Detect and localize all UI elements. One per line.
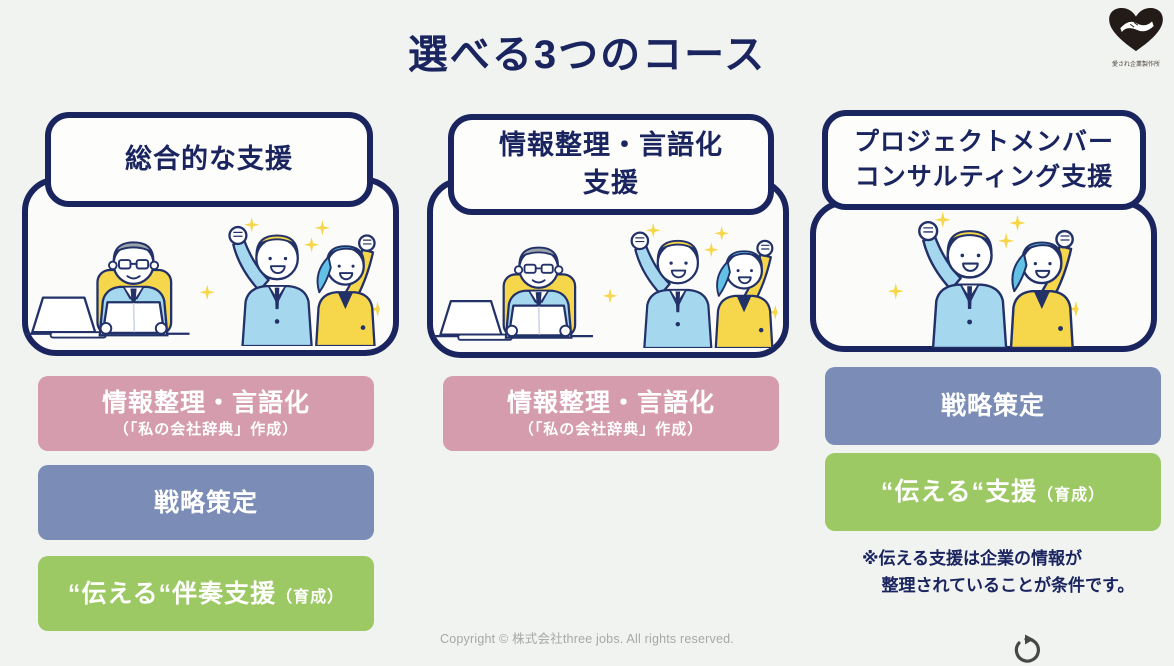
service-box-strategy-1: 戦略策定 — [38, 465, 374, 540]
service-box-training-3: “伝える“支援（育成） — [825, 453, 1161, 531]
copyright-text: Copyright © 株式会社three jobs. All rights r… — [440, 632, 734, 646]
course-3-header-line1: プロジェクトメンバー — [853, 128, 1114, 156]
course-2-header-line1: 情報整理・言語化 — [499, 129, 723, 160]
course-2-header: 情報整理・言語化 支援 — [448, 114, 774, 215]
heart-handshake-icon — [1109, 7, 1163, 52]
course-1-illustration — [24, 214, 382, 346]
service-box-label-text: “伝える“伴奏支援 — [67, 579, 277, 608]
service-box-label: 情報整理・言語化 — [506, 389, 715, 417]
course-2-header-line2: 支援 — [583, 167, 639, 198]
course-2-illustration — [432, 220, 780, 348]
service-box-label: 戦略策定 — [153, 488, 258, 517]
logo-caption: 愛され企業製作所 — [1111, 62, 1160, 68]
service-box-info-organization-2: 情報整理・言語化 （「私の会社辞典」作成） — [443, 376, 779, 451]
service-box-info-organization-1: 情報整理・言語化 （「私の会社辞典」作成） — [38, 376, 374, 451]
service-box-strategy-3: 戦略策定 — [825, 367, 1161, 445]
service-box-label: “伝える“伴奏支援（育成） — [68, 579, 344, 609]
slide: { "title": "選べる3つのコース", "logo": { "icon"… — [22, 7, 1168, 663]
course-3-header-line2: コンサルティング支援 — [854, 163, 1114, 191]
course-3-illustration — [858, 210, 1108, 348]
course-3-header: プロジェクトメンバー コンサルティング支援 — [822, 110, 1146, 210]
service-box-label: 情報整理・言語化 — [101, 389, 310, 417]
course-1-header-line1: 総合的な支援 — [125, 143, 293, 174]
service-box-label: 戦略策定 — [940, 392, 1045, 420]
company-logo: 愛され企業製作所 — [1104, 7, 1168, 68]
service-box-label-suffix: （育成） — [1037, 487, 1106, 504]
service-box-label-suffix: （育成） — [276, 588, 345, 606]
service-box-label: “伝える“支援（育成） — [881, 477, 1105, 507]
course-1-header: 総合的な支援 — [45, 112, 373, 207]
footnote: ※伝える支援は企業の情報が 整理されていることが条件です。 — [862, 545, 1162, 599]
footnote-line2: 整理されていることが条件です。 — [881, 576, 1135, 596]
service-box-sublabel: （「私の会社辞典」作成） — [113, 421, 299, 438]
circular-arrow-icon — [1014, 634, 1040, 663]
service-box-training-1: “伝える“伴奏支援（育成） — [38, 556, 374, 631]
service-box-sublabel: （「私の会社辞典」作成） — [518, 421, 704, 438]
service-box-label-text: “伝える“支援 — [880, 478, 1038, 506]
course-card-3 — [810, 200, 1157, 352]
footnote-line1: ※伝える支援は企業の情報が — [862, 549, 1083, 568]
page-title: 選べる3つのコース — [407, 33, 767, 77]
